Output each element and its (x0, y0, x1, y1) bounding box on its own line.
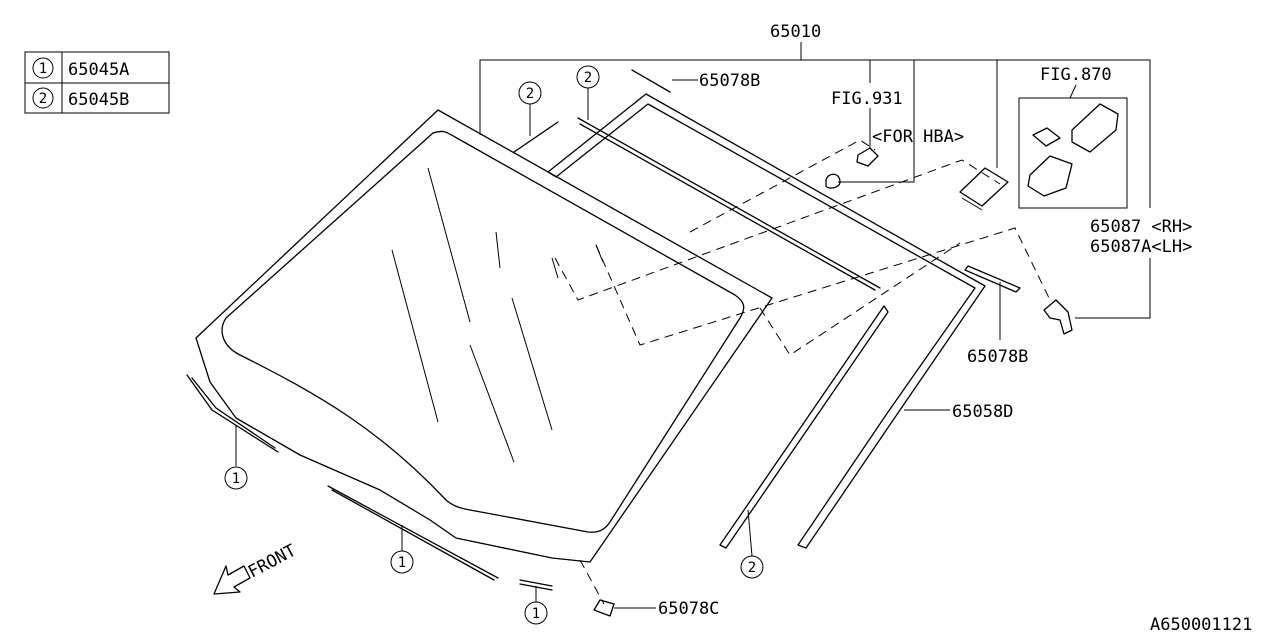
fig-870-group: FIG.870 (1018, 65, 1128, 209)
callout-1-b: 1 (398, 555, 406, 571)
callout-1-c: 1 (532, 606, 540, 622)
label-65087-rh: 65087 <RH> (1090, 217, 1192, 237)
bracket-icon (1043, 299, 1073, 335)
callout-2-b: 2 (584, 70, 592, 86)
frame-panel: 2 65058D (547, 93, 1013, 579)
label-fig-870: FIG.870 (1040, 65, 1112, 85)
front-arrow: FRONT (213, 541, 300, 595)
legend-table: 1 65045A 2 65045B (24, 51, 170, 114)
callout-2-a: 2 (526, 86, 534, 102)
label-65078b-top: 65078B (699, 71, 760, 91)
label-65078c: 65078C (658, 599, 719, 619)
label-65087a-lh: 65087A<LH> (1090, 237, 1192, 257)
diagram-id: A650001121 (1150, 615, 1252, 635)
hba-dashed (554, 139, 1051, 605)
label-65058d: 65058D (952, 402, 1013, 422)
sensor-icon (856, 147, 879, 167)
legend-mark-1-icon (32, 57, 54, 79)
top-moldings: 65078B 2 2 (513, 65, 881, 291)
pad-icon (1032, 127, 1061, 147)
label-65078b-side: 65078B (967, 347, 1028, 367)
assembly-bracket: 65010 (479, 22, 1151, 319)
legend-mark-2-icon (32, 87, 54, 109)
callout-1-a-icon (224, 466, 248, 490)
callout-1-b-icon (390, 550, 414, 574)
legend-mark-1: 1 (39, 61, 47, 77)
callout-2-c-icon (740, 555, 764, 579)
mirror-mount-icon (825, 173, 841, 189)
label-fig-931: FIG.931 (831, 89, 903, 109)
legend-mark-2: 2 (39, 91, 47, 107)
windshield-glass (195, 109, 773, 563)
camera-module-icon (959, 167, 1009, 207)
bottom-moldings: 1 1 1 65078C (186, 374, 719, 625)
side-molding-right: 65078B (964, 265, 1028, 367)
label-front: FRONT (245, 541, 300, 583)
label-65010: 65010 (770, 22, 821, 42)
label-for-hba: <FOR HBA> (872, 127, 964, 147)
cover-icon (1071, 103, 1119, 153)
callout-1-a: 1 (232, 471, 240, 487)
housing-icon (1027, 155, 1073, 197)
clip-icon (593, 599, 615, 617)
callout-2-c: 2 (748, 560, 756, 576)
legend-part-1: 65045A (68, 60, 129, 80)
bracket-group: 65087 <RH> 65087A<LH> (1043, 217, 1192, 335)
fig-931-group: FIG.931 <FOR HBA> (825, 89, 1009, 211)
front-arrow-icon (213, 565, 251, 595)
legend-part-2: 65045B (68, 90, 129, 110)
callout-1-c-icon (524, 601, 548, 625)
